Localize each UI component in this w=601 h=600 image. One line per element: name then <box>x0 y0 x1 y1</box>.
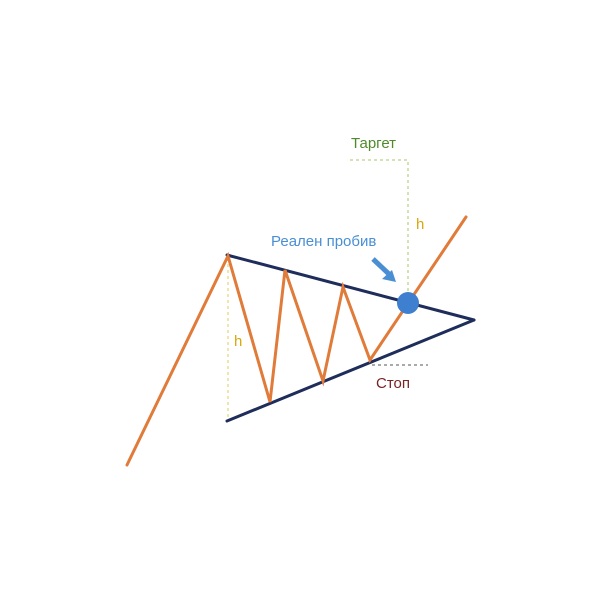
height-label-left: h <box>234 333 242 350</box>
breakout-arrow-icon <box>371 257 396 282</box>
breakout-point-marker <box>397 292 419 314</box>
breakout-label: Реален пробив <box>271 233 376 250</box>
stop-label: Стоп <box>376 375 410 392</box>
lower-trendline <box>225 318 476 423</box>
triangle <box>225 253 476 423</box>
height-label-right: h <box>416 216 424 233</box>
price-line <box>125 215 468 467</box>
target-guide <box>350 159 409 294</box>
guides <box>227 159 428 418</box>
target-label: Таргет <box>351 135 396 152</box>
upper-trendline <box>225 253 476 322</box>
